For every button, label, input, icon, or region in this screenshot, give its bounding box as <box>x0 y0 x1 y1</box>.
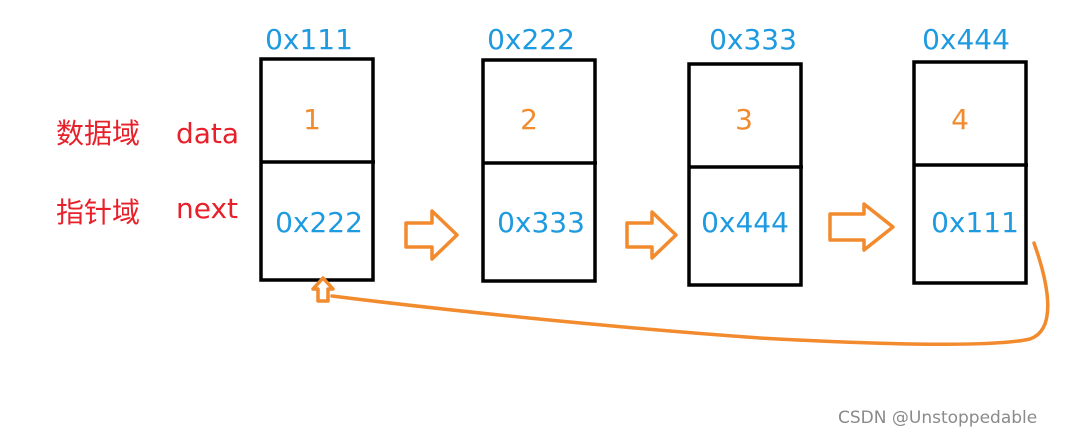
loop-back-curve <box>330 241 1050 347</box>
node-next-value: 0x222 <box>275 206 363 239</box>
node-address: 0x333 <box>709 23 797 56</box>
up-arrow-icon <box>311 276 335 303</box>
node-box <box>481 58 597 283</box>
node-address: 0x444 <box>922 23 1010 56</box>
node-data-value: 4 <box>951 103 969 136</box>
node-box <box>687 62 803 287</box>
data-field-label-cn: 数据域 <box>56 117 140 150</box>
node-next-value: 0x111 <box>931 206 1019 239</box>
right-arrow-icon <box>625 210 678 260</box>
list-node-3: 0x333 3 0x444 <box>687 23 803 287</box>
node-address: 0x222 <box>487 23 575 56</box>
node-next-value: 0x333 <box>497 206 585 239</box>
node-data-value: 3 <box>735 103 753 136</box>
node-box <box>259 57 375 282</box>
list-node-4: 0x444 4 0x111 <box>912 23 1028 285</box>
pointer-field-label-cn: 指针域 <box>56 196 140 229</box>
node-data-value: 1 <box>303 103 321 136</box>
node-box <box>912 60 1028 285</box>
list-node-1: 0x111 1 0x222 <box>259 23 375 282</box>
right-arrow-icon <box>828 202 895 252</box>
list-node-2: 0x222 2 0x333 <box>481 23 597 283</box>
node-data-value: 2 <box>520 103 538 136</box>
watermark-text: CSDN @Unstoppedable <box>838 408 1037 428</box>
right-arrow-icon <box>404 209 459 261</box>
node-address: 0x111 <box>265 23 353 56</box>
node-next-value: 0x444 <box>701 206 789 239</box>
data-field-label-en: data <box>176 117 239 150</box>
pointer-field-label-en: next <box>176 192 238 225</box>
